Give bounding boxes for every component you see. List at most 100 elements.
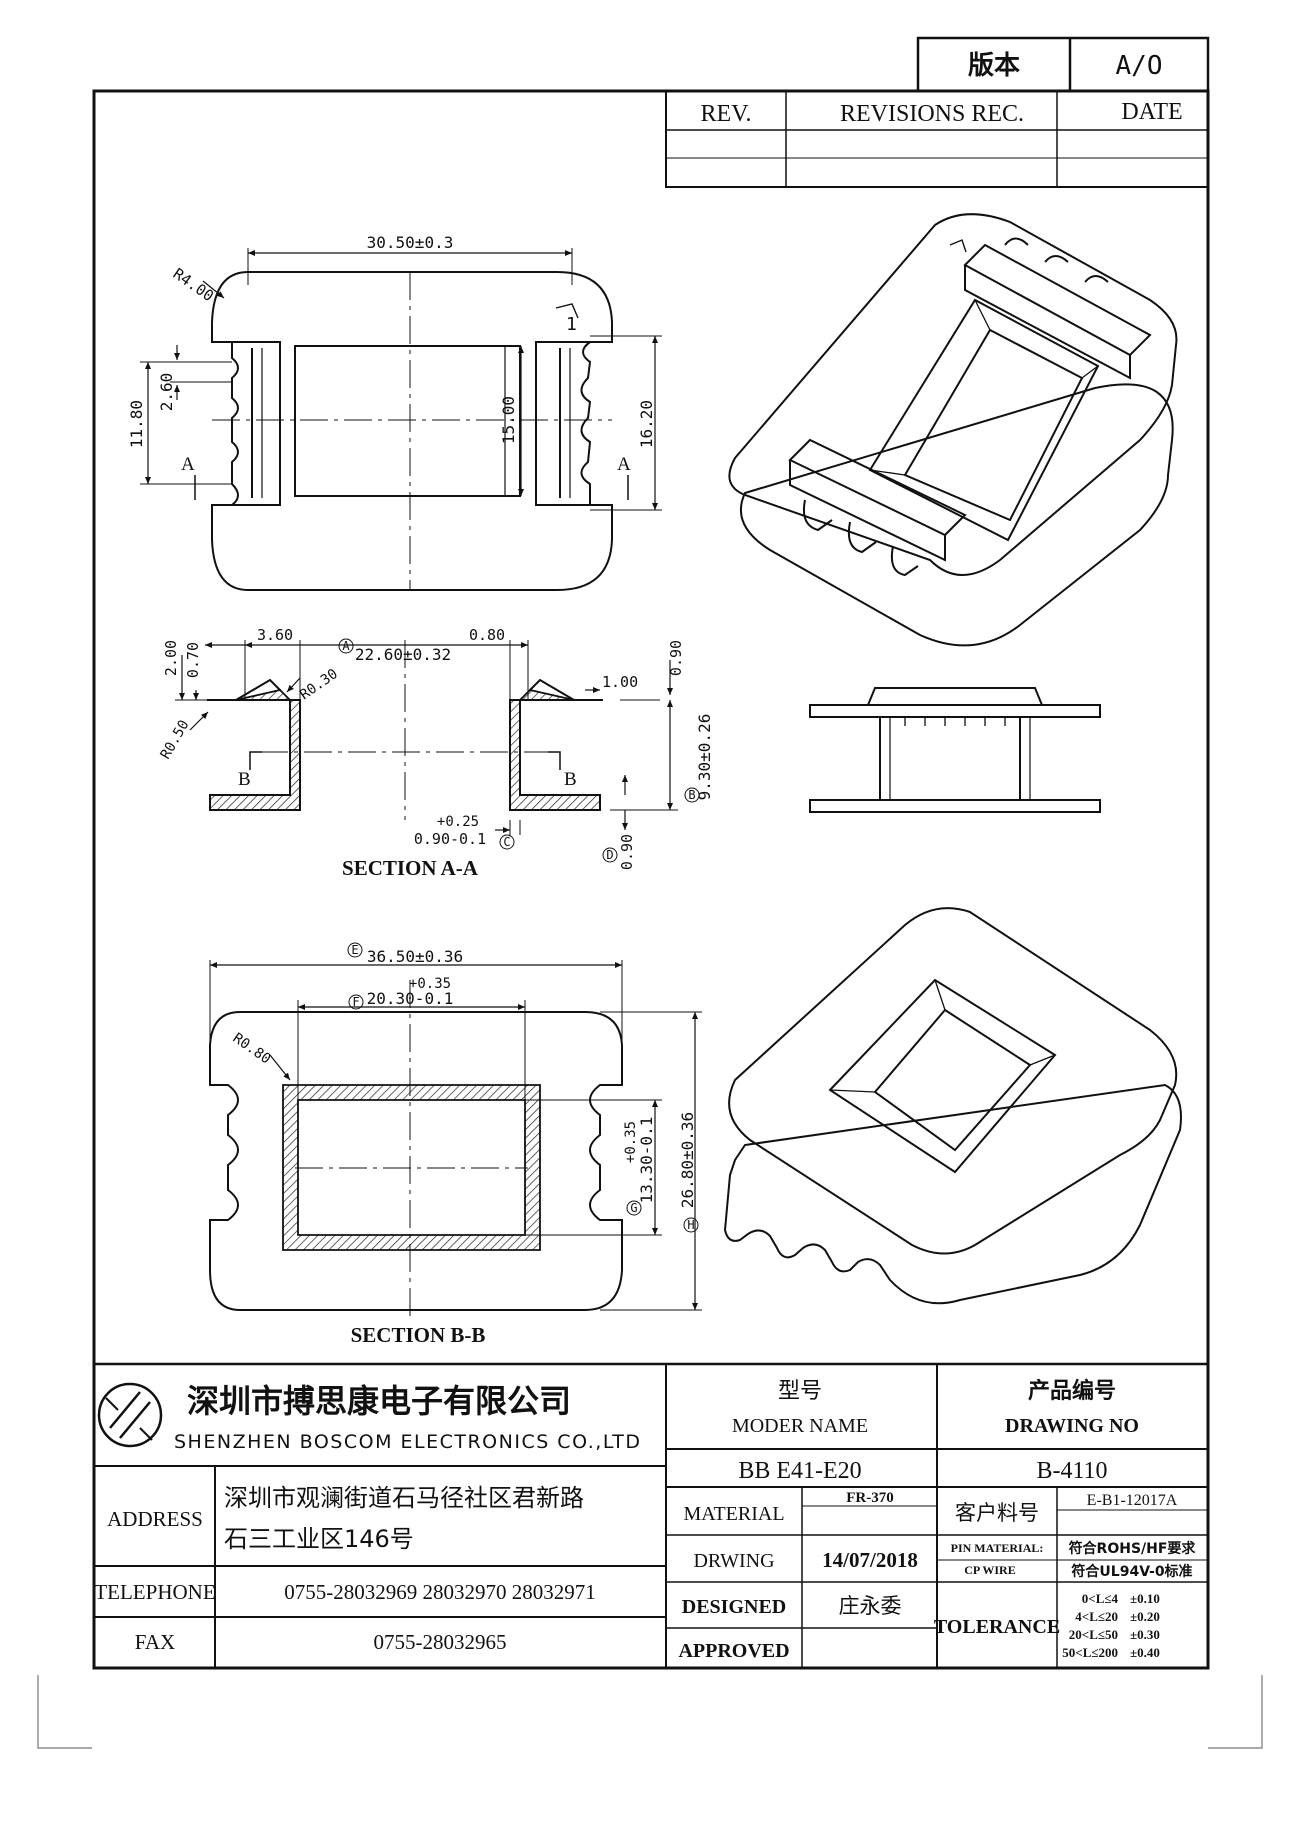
model-value: BB E41-E20 (738, 1458, 861, 1484)
fax-label: FAX (135, 1630, 175, 1654)
tolerance-range: 4<L≤20 (1075, 1609, 1118, 1624)
isometric-bottom-view (723, 907, 1182, 1305)
customer-no-value: E-B1-12017A (1087, 1492, 1178, 1509)
tolerance-label: TOLERANCE (934, 1616, 1060, 1638)
window-height-dim: 15.00 (499, 396, 518, 444)
sec-bb-inner-height-tol: +0.35 (623, 1121, 639, 1163)
drawing-label: DRWING (693, 1550, 774, 1572)
sec-bb-r080: R0.80 (230, 1030, 274, 1067)
sec-aa-section-letter-left: B (238, 769, 251, 790)
model-label-cn: 型号 (778, 1379, 822, 1404)
section-bb-title: SECTION B-B (351, 1323, 486, 1347)
sec-bb-inner-height: 13.30-0.1 (637, 1117, 656, 1204)
sec-bb-inner-width: 20.30-0.1 (367, 989, 454, 1008)
fax-value: 0755-28032965 (374, 1630, 507, 1654)
sec-aa-bottom-marker-circle (602, 847, 618, 863)
sec-aa-section-letter-right: B (564, 769, 577, 790)
sec-aa-dim-0-90-bottom: 0.90 (618, 834, 636, 870)
sec-aa-width-marker: A (342, 639, 350, 653)
sec-aa-r030: R0.30 (297, 666, 341, 703)
section-aa-title: SECTION A-A (342, 856, 479, 880)
sec-aa-r050: R0.50 (158, 717, 193, 762)
tolerance-value: ±0.40 (1130, 1645, 1160, 1660)
tolerance-value: ±0.20 (1130, 1609, 1160, 1624)
material-label: MATERIAL (683, 1503, 784, 1525)
sec-aa-dim-1-00: 1.00 (602, 673, 638, 691)
sec-bb-outer-width-marker: E (351, 943, 358, 957)
approved-label: APPROVED (678, 1640, 789, 1662)
left-outer-dim: 11.80 (127, 400, 146, 448)
customer-no-label: 客户料号 (955, 1501, 1039, 1525)
designer-name: 庄永委 (839, 1594, 902, 1618)
right-outer-dim: 16.20 (637, 400, 656, 448)
address-label: ADDRESS (107, 1507, 203, 1531)
version-label: 版本 (967, 51, 1020, 81)
address-line2: 石三工业区146号 (224, 1525, 414, 1553)
sec-aa-height-marker-circle (684, 787, 700, 803)
section-a-a (175, 640, 678, 835)
tolerance-table: 0<L≤4 ±0.10 4<L≤20 ±0.20 20<L≤50 ±0.30 5… (1062, 1591, 1160, 1660)
sec-aa-dim-0-90-top: 0.90 (667, 640, 685, 676)
material-value: FR-370 (846, 1490, 894, 1506)
sec-aa-bottom-marker: D (606, 848, 613, 862)
telephone-label: TELEPHONE (94, 1580, 215, 1604)
isometric-top-view (728, 213, 1178, 647)
sec-bb-outer-width: 36.50±0.36 (367, 947, 463, 966)
sec-aa-dim-3-60: 3.60 (257, 626, 293, 644)
address-line1: 深圳市观澜街道石马径社区君新路 (224, 1484, 584, 1512)
sec-bb-outer-height-marker-circle (683, 1217, 699, 1233)
model-label-en: MODER NAME (732, 1415, 868, 1437)
sec-bb-outer-width-marker-circle (347, 942, 363, 958)
sec-aa-height-marker: B (688, 788, 695, 802)
tolerance-range: 0<L≤4 (1082, 1591, 1119, 1606)
tolerance-range: 50<L≤200 (1062, 1645, 1118, 1660)
title-block (92, 1362, 1210, 1670)
drawing-no-value: B-4110 (1036, 1458, 1107, 1484)
sec-bb-inner-height-marker-circle (626, 1200, 642, 1216)
version-box: 版本 A/O (916, 36, 1210, 93)
tolerance-value: ±0.30 (1130, 1627, 1160, 1642)
company-logo (97, 1382, 163, 1448)
designed-label: DESIGNED (682, 1596, 786, 1618)
sec-bb-inner-height-marker: G (630, 1201, 637, 1215)
sec-aa-dim-2-00: 2.00 (162, 640, 180, 676)
sec-aa-wall-tol: +0.25 (437, 814, 479, 830)
revision-header-record: REVISIONS REC. (840, 101, 1024, 127)
company-name-en: SHENZHEN BOSCOM ELECTRONICS CO.,LTD (174, 1431, 642, 1453)
drawing-no-label-cn: 产品编号 (1028, 1378, 1116, 1404)
telephone-value: 0755-28032969 28032970 28032971 (284, 1580, 596, 1604)
top-width-dim: 30.50±0.3 (367, 233, 454, 252)
drawing-date: 14/07/2018 (822, 1548, 918, 1572)
slot-pitch-dim: 2.60 (157, 373, 176, 412)
pin1-mark: 1 (566, 314, 577, 335)
sec-aa-wall-dim: 0.90-0.1 (414, 830, 486, 848)
company-name-cn: 深圳市搏思康电子有限公司 (187, 1382, 571, 1420)
sec-bb-inner-width-marker-circle (348, 994, 364, 1010)
sec-aa-dim-0-80: 0.80 (469, 626, 505, 644)
ul-note: 符合UL94V-0标准 (1070, 1563, 1192, 1580)
sec-aa-height-dim: 9.30±0.26 (695, 714, 714, 801)
sec-aa-width-marker-circle (338, 638, 354, 654)
revision-table (665, 90, 1209, 188)
drawing-no-label-en: DRAWING NO (1005, 1415, 1139, 1437)
corner-radius-label: R4.00 (170, 265, 217, 306)
top-view (140, 248, 662, 591)
section-letter-right: A (617, 454, 631, 475)
rohs-note: 符合ROHS/HF要求 (1068, 1540, 1197, 1557)
sec-bb-inner-width-marker: F (352, 995, 359, 1009)
sec-aa-width-dim: 22.60±0.32 (355, 645, 451, 664)
section-b-b (209, 960, 702, 1320)
sec-bb-outer-height: 26.80±0.36 (678, 1112, 697, 1208)
revision-header-rev: REV. (701, 101, 752, 127)
section-letter-left: A (181, 454, 195, 475)
revision-header-date: DATE (1121, 99, 1182, 125)
tolerance-value: ±0.10 (1130, 1591, 1160, 1606)
crop-marks (37, 1675, 1263, 1749)
cp-wire-label: CP WIRE (964, 1563, 1015, 1577)
side-view (809, 687, 1101, 813)
version-value: A/O (1116, 51, 1163, 81)
tolerance-range: 20<L≤50 (1069, 1627, 1118, 1642)
sec-bb-outer-height-marker: H (687, 1218, 694, 1232)
sec-aa-wall-marker-circle (499, 834, 515, 850)
